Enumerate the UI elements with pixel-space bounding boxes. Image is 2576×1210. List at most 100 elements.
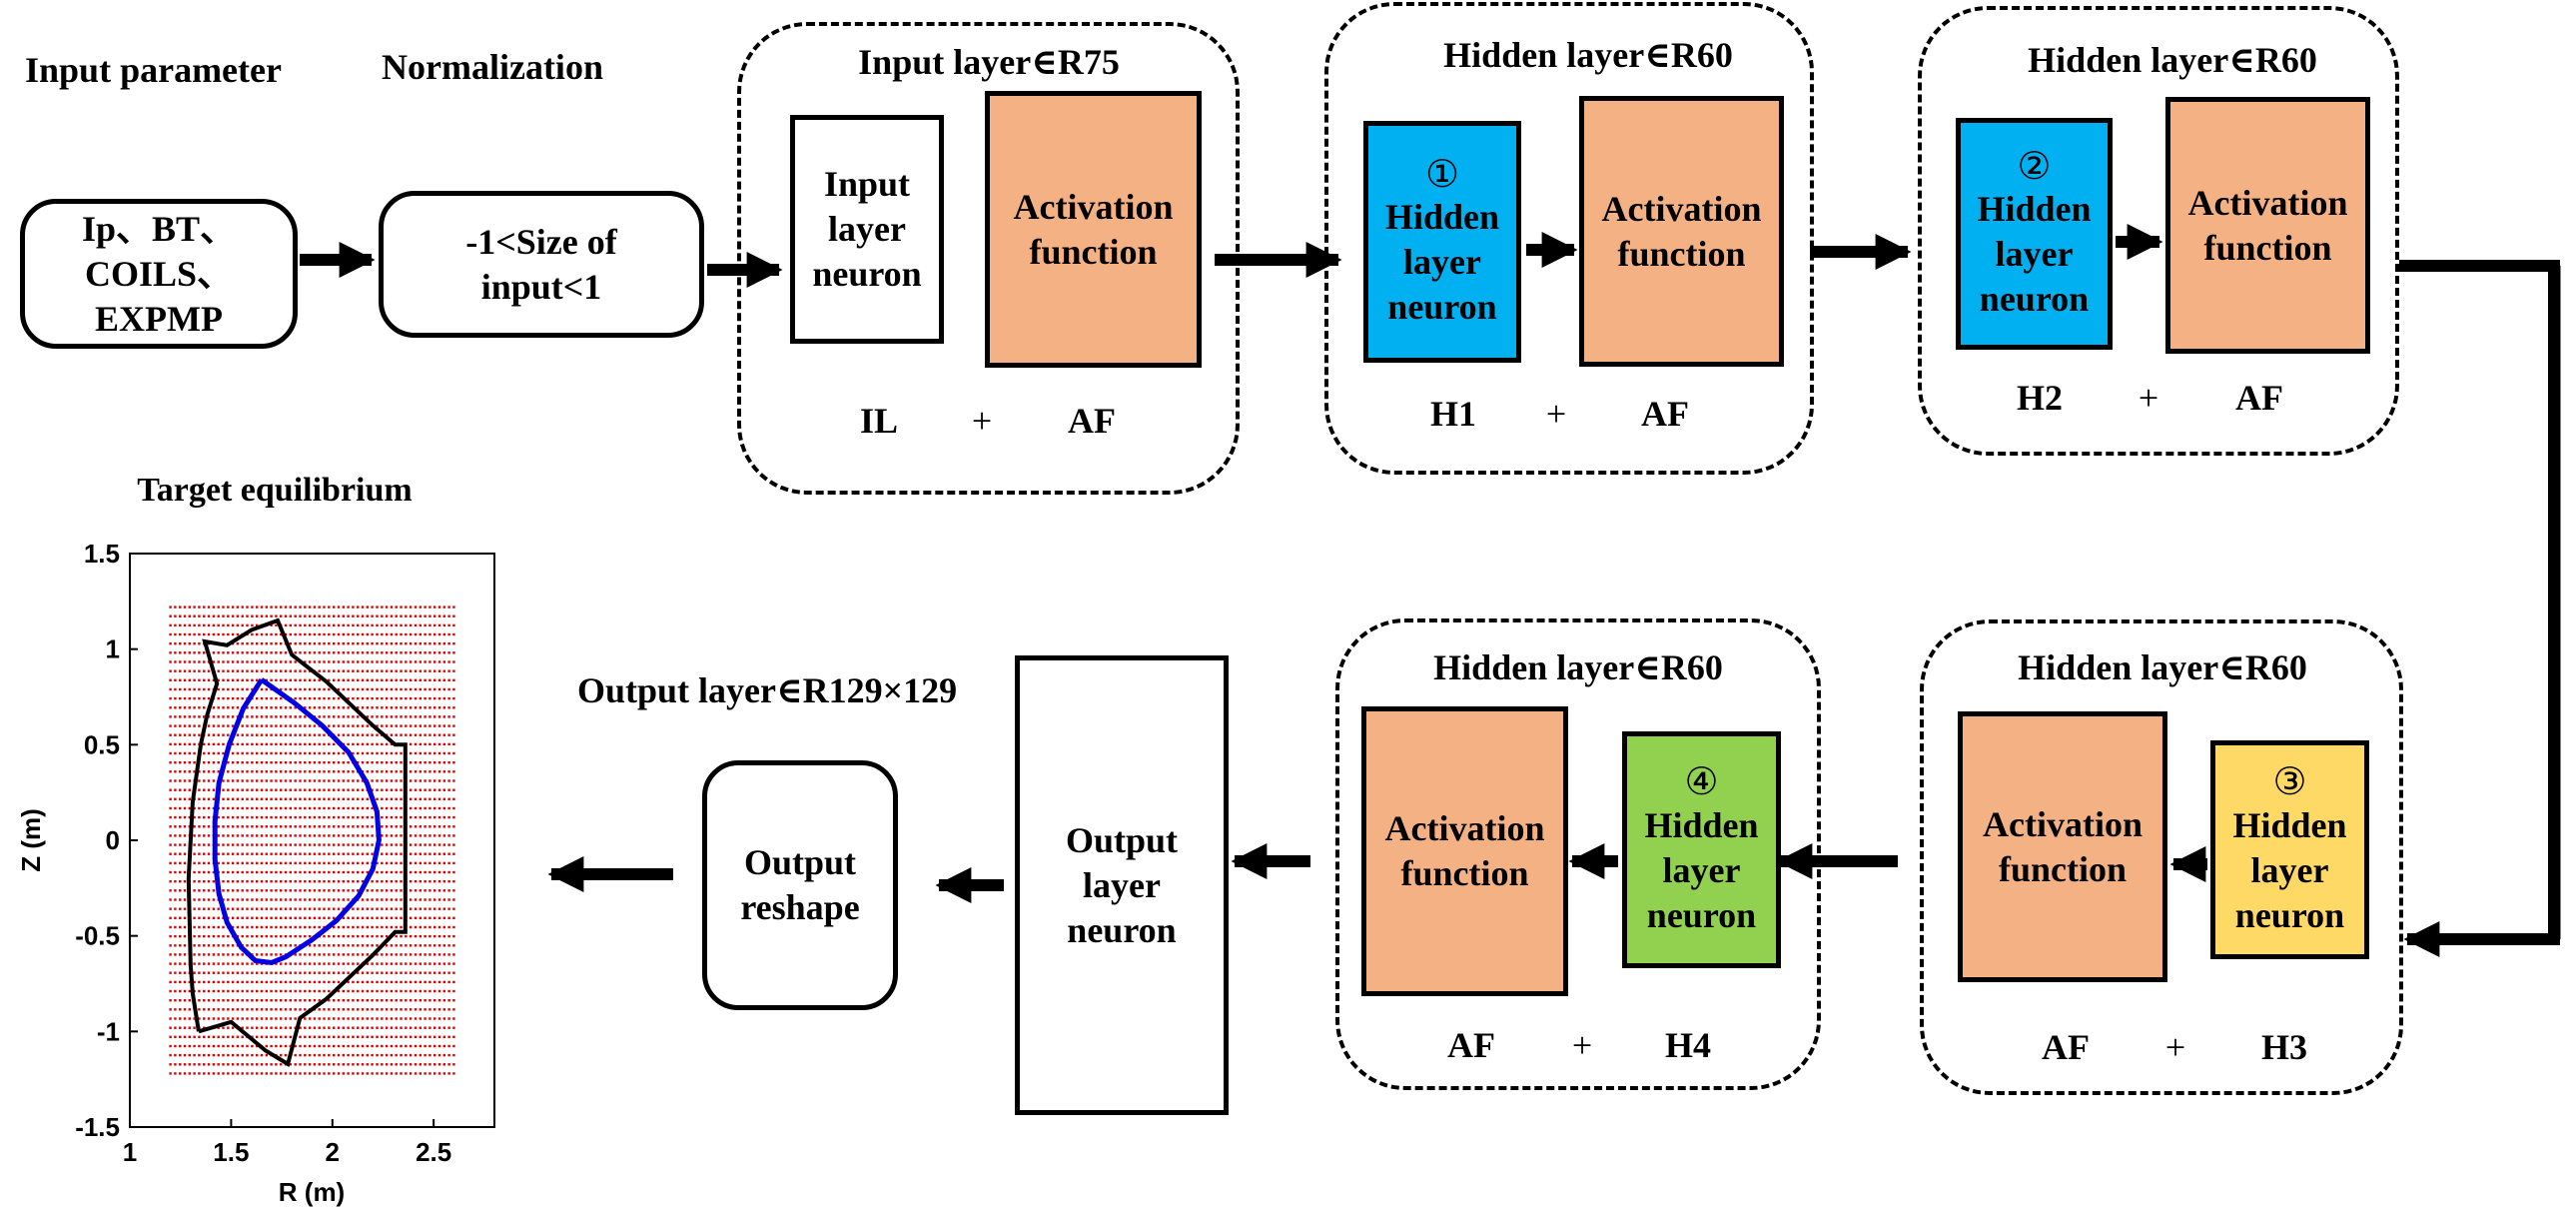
grid-dot — [395, 999, 398, 1002]
grid-dot — [313, 761, 317, 764]
grid-dot — [352, 944, 355, 947]
grid-dot — [424, 980, 427, 984]
grid-dot — [395, 1035, 398, 1038]
grid-dot — [227, 614, 230, 617]
grid-dot — [419, 843, 422, 846]
grid-dot — [212, 797, 216, 800]
grid-dot — [414, 916, 418, 919]
grid-dot — [289, 687, 292, 691]
grid-dot — [304, 669, 307, 672]
grid-dot — [188, 623, 191, 627]
grid-dot — [265, 898, 268, 901]
grid-dot — [347, 1063, 350, 1066]
grid-dot — [352, 925, 355, 929]
grid-dot — [347, 605, 350, 608]
grid-dot — [352, 605, 355, 608]
grid-dot — [366, 870, 369, 874]
grid-dot — [357, 642, 360, 645]
grid-dot — [169, 687, 172, 691]
grid-dot — [429, 742, 431, 746]
grid-dot — [308, 724, 312, 727]
grid-dot — [198, 797, 201, 800]
grid-dot — [337, 1026, 341, 1029]
grid-dot — [256, 861, 259, 865]
grid-dot — [371, 999, 374, 1002]
grid-dot — [299, 1008, 302, 1011]
grid-dot — [246, 834, 249, 837]
grid-dot — [452, 660, 455, 663]
grid-dot — [405, 1008, 408, 1011]
grid-dot — [231, 1053, 235, 1057]
grid-dot — [371, 642, 374, 645]
grid-dot — [174, 797, 177, 800]
grid-dot — [294, 971, 297, 974]
grid-dot — [381, 907, 384, 910]
hidden-layer-1-activation-function: Activation function — [1579, 96, 1784, 367]
grid-dot — [299, 843, 302, 846]
grid-dot — [318, 806, 321, 810]
grid-dot — [337, 861, 341, 865]
grid-dot — [323, 751, 326, 755]
grid-dot — [390, 651, 394, 654]
grid-dot — [222, 706, 225, 709]
grid-dot — [308, 761, 312, 764]
grid-dot — [284, 733, 288, 736]
grid-dot — [260, 944, 264, 947]
grid-dot — [395, 989, 398, 993]
grid-dot — [289, 733, 292, 736]
grid-dot — [361, 669, 365, 672]
grid-dot — [414, 761, 418, 764]
grid-dot — [236, 1035, 240, 1038]
grid-dot — [217, 751, 220, 755]
grid-dot — [246, 934, 249, 938]
grid-dot — [246, 861, 249, 865]
grid-dot — [251, 825, 254, 828]
grid-dot — [342, 907, 345, 910]
grid-dot — [270, 944, 273, 947]
grid-dot — [241, 934, 244, 938]
grid-dot — [424, 815, 427, 819]
grid-dot — [207, 852, 211, 855]
grid-dot — [452, 623, 455, 627]
grid-dot — [376, 953, 379, 956]
grid-dot — [270, 825, 273, 828]
grid-dot — [207, 715, 211, 718]
grid-dot — [179, 962, 182, 965]
grid-dot — [193, 751, 196, 755]
grid-dot — [323, 660, 326, 663]
grid-dot — [251, 742, 254, 746]
grid-dot — [337, 779, 341, 782]
grid-dot — [304, 797, 307, 800]
number-1-icon: ① — [1424, 151, 1460, 196]
grid-dot — [236, 989, 240, 993]
grid-dot — [390, 779, 394, 782]
grid-dot — [433, 916, 436, 919]
grid-dot — [395, 623, 398, 627]
grid-dot — [212, 889, 216, 892]
grid-dot — [424, 706, 427, 709]
grid-dot — [275, 642, 278, 645]
grid-dot — [183, 751, 187, 755]
grid-dot — [265, 779, 268, 782]
grid-dot — [409, 1063, 413, 1066]
grid-dot — [227, 825, 230, 828]
grid-dot — [251, 852, 254, 855]
grid-dot — [289, 815, 292, 819]
grid-dot — [414, 770, 418, 773]
grid-dot — [169, 733, 172, 736]
grid-dot — [193, 925, 196, 929]
grid-dot — [299, 1026, 302, 1029]
grid-dot — [246, 880, 249, 883]
grid-dot — [265, 797, 268, 800]
grid-dot — [304, 999, 307, 1002]
grid-dot — [231, 999, 235, 1002]
grid-dot — [328, 687, 331, 691]
grid-dot — [174, 1072, 177, 1075]
grid-dot — [217, 1053, 220, 1057]
grid-dot — [246, 843, 249, 846]
grid-dot — [270, 605, 273, 608]
grid-dot — [433, 1017, 436, 1020]
grid-dot — [405, 660, 408, 663]
grid-dot — [280, 706, 283, 709]
grid-dot — [419, 980, 422, 984]
